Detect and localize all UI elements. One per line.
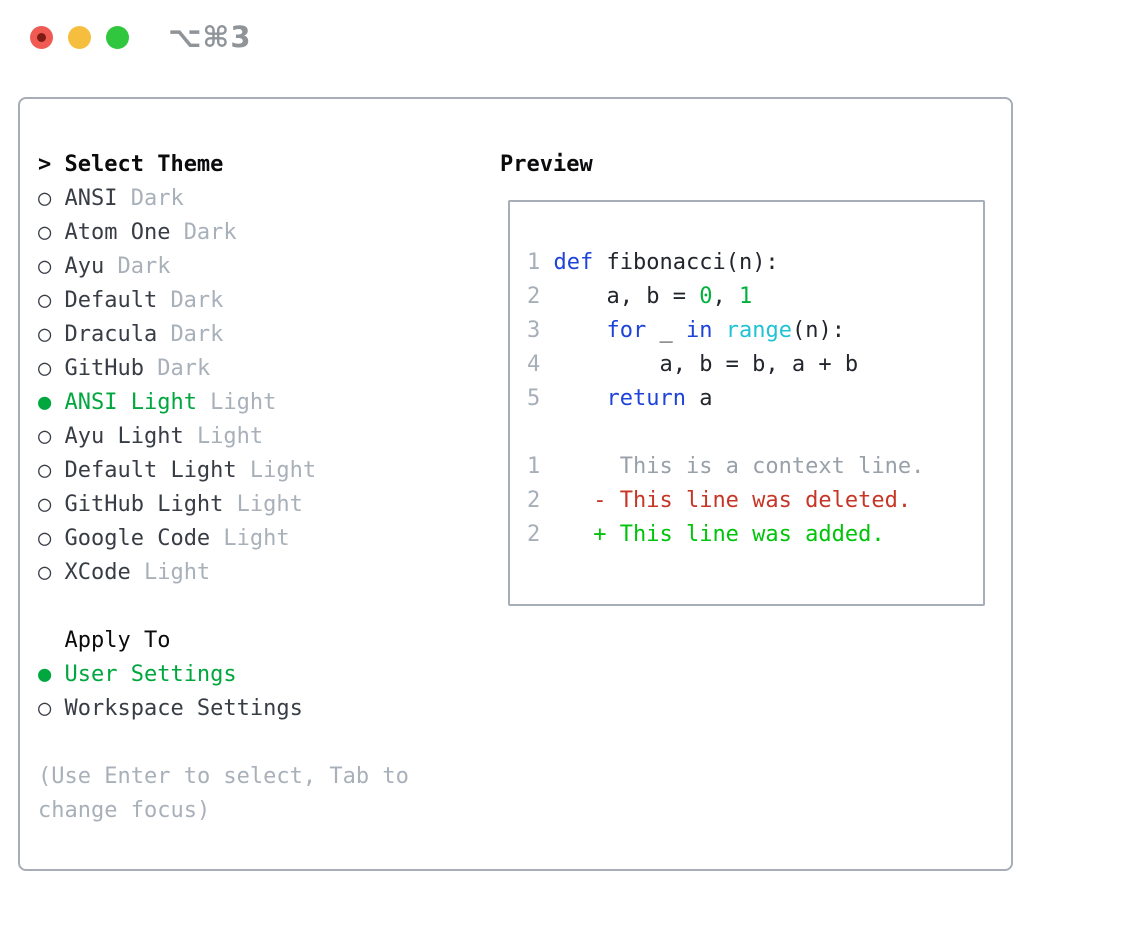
theme-name: GitHub Light [64, 492, 224, 517]
theme-name: Ayu [64, 254, 105, 279]
radio-icon: ○ [38, 322, 52, 347]
theme-name: XCode [64, 560, 131, 585]
theme-variant: Light [210, 390, 277, 415]
theme-option-ayu-light[interactable]: ○ Ayu Light Light [38, 420, 409, 454]
code-line: 4 a, b = b, a + b [527, 352, 859, 377]
theme-option-ansi-dark[interactable]: ○ ANSI Dark [38, 182, 409, 216]
radio-icon: ○ [38, 254, 52, 279]
selection-cursor: > [38, 152, 52, 177]
theme-option-dracula-dark[interactable]: ○ Dracula Dark [38, 318, 409, 352]
radio-icon: ○ [38, 186, 52, 211]
radio-icon: ○ [38, 492, 52, 517]
code-line-blank [527, 416, 979, 450]
radio-icon: ○ [38, 526, 52, 551]
theme-name: ANSI [64, 186, 118, 211]
theme-variant: Dark [157, 356, 211, 381]
theme-variant: Dark [170, 322, 224, 347]
theme-option-default-dark[interactable]: ○ Default Dark [38, 284, 409, 318]
theme-variant: Dark [183, 220, 237, 245]
radio-icon: ○ [38, 560, 52, 585]
theme-option-ansi-light[interactable]: ● ANSI Light Light [38, 386, 409, 420]
theme-name: GitHub [64, 356, 144, 381]
code-line: 5 return a [527, 386, 713, 411]
radio-icon: ○ [38, 356, 52, 381]
theme-variant: Light [249, 458, 317, 483]
theme-variant: Light [143, 560, 211, 585]
apply-option-label: User Settings [64, 662, 237, 687]
apply-option-user-settings[interactable]: ● User Settings [38, 658, 409, 692]
apply-option-workspace-settings[interactable]: ○ Workspace Settings [38, 692, 409, 726]
apply-to-title: Apply To [64, 628, 171, 653]
help-text-line-2: change focus) [38, 798, 211, 823]
radio-icon: ○ [38, 220, 52, 245]
theme-variant: Light [223, 526, 290, 551]
diff-context-line: 1 This is a context line. [527, 454, 925, 479]
theme-variant: Light [236, 492, 303, 517]
code-line: 2 a, b = 0, 1 [527, 284, 753, 309]
window-shortcut-label: ⌥⌘3 [168, 20, 252, 54]
radio-icon: ○ [38, 424, 52, 449]
zoom-button[interactable] [106, 26, 129, 49]
apply-option-label: Workspace Settings [64, 696, 303, 721]
diff-added-line: 2 + This line was added. [527, 522, 885, 547]
theme-option-github-light[interactable]: ○ GitHub Light Light [38, 488, 409, 522]
theme-option-ayu-dark[interactable]: ○ Ayu Dark [38, 250, 409, 284]
theme-name: ANSI Light [64, 390, 197, 415]
theme-list-header: > Select Theme [38, 148, 409, 182]
code-line: 3 for _ in range(n): [527, 318, 845, 343]
theme-variant: Dark [117, 254, 171, 279]
theme-option-default-light[interactable]: ○ Default Light Light [38, 454, 409, 488]
radio-icon: ○ [38, 696, 52, 721]
radio-icon-selected: ● [38, 390, 52, 415]
theme-name: Default Light [64, 458, 237, 483]
theme-name: Ayu Light [64, 424, 184, 449]
theme-option-xcode[interactable]: ○ XCode Light [38, 556, 409, 590]
radio-icon: ○ [38, 288, 52, 313]
window-controls [30, 26, 129, 49]
diff-deleted-line: 2 - This line was deleted. [527, 488, 912, 513]
code-line: 1 def fibonacci(n): [527, 250, 779, 275]
section-gap [38, 590, 409, 624]
theme-option-google-code[interactable]: ○ Google Code Light [38, 522, 409, 556]
theme-name: Atom One [64, 220, 171, 245]
apply-to-header: Apply To [38, 624, 409, 658]
section-gap [38, 726, 409, 760]
theme-variant: Dark [170, 288, 224, 313]
theme-option-atom-one-dark[interactable]: ○ Atom One Dark [38, 216, 409, 250]
theme-option-github-dark[interactable]: ○ GitHub Dark [38, 352, 409, 386]
theme-name: Dracula [64, 322, 158, 347]
code-preview: 1 def fibonacci(n): 2 a, b = 0, 1 3 for … [527, 246, 979, 552]
radio-icon: ○ [38, 458, 52, 483]
theme-variant: Light [196, 424, 264, 449]
theme-name: Default [64, 288, 158, 313]
close-button[interactable] [30, 26, 53, 49]
preview-title: Preview [500, 152, 593, 177]
theme-name: Google Code [64, 526, 211, 551]
theme-variant: Dark [130, 186, 184, 211]
preview-pane: 1 def fibonacci(n): 2 a, b = 0, 1 3 for … [508, 200, 985, 606]
help-text-line-1: (Use Enter to select, Tab to [38, 764, 409, 789]
theme-list-title: Select Theme [64, 152, 224, 177]
minimize-button[interactable] [68, 26, 91, 49]
radio-icon-selected: ● [38, 662, 52, 687]
